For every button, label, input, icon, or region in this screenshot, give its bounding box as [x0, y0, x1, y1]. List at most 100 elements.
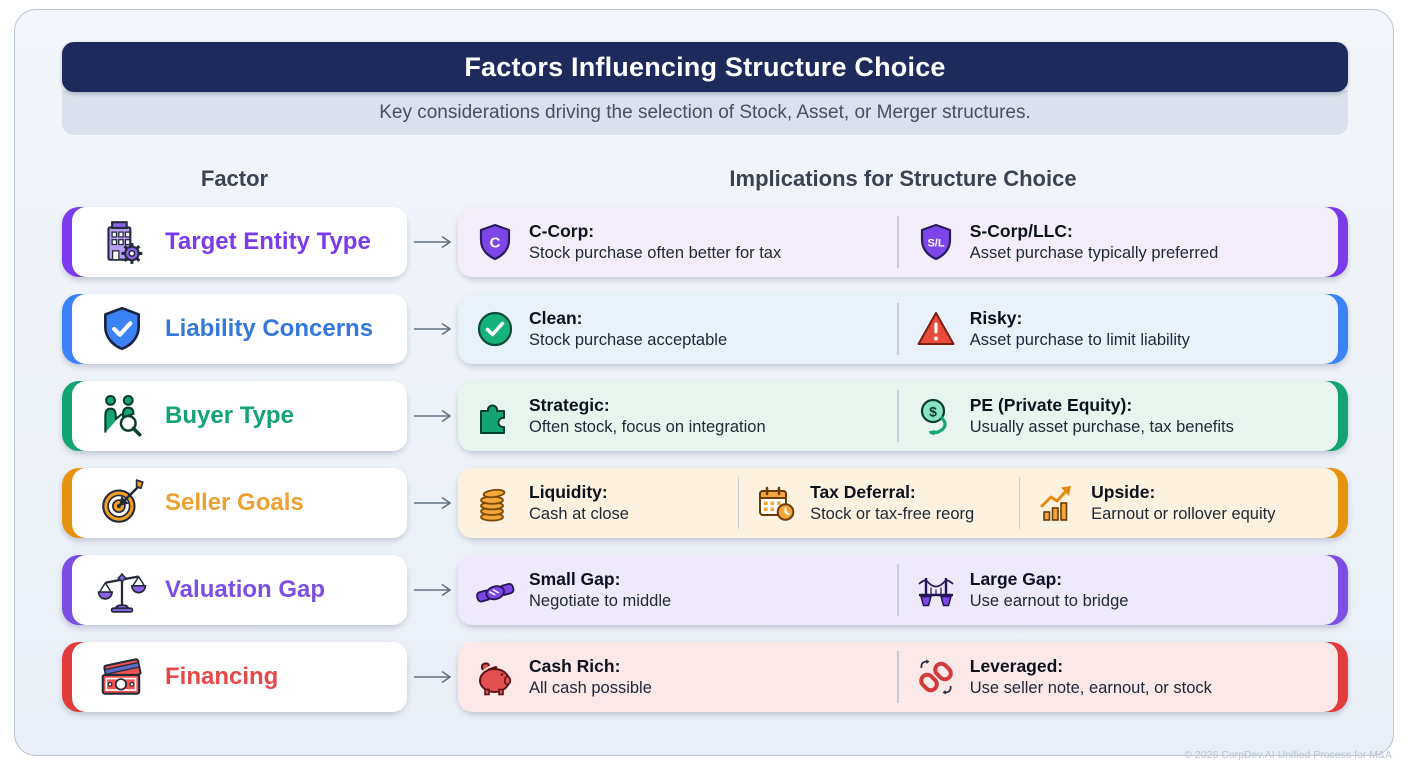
implication-item: Upside: Earnout or rollover equity: [1020, 481, 1338, 524]
implication-text: Stock purchase often better for tax: [529, 244, 782, 263]
implications-card: Strategic: Often stock, focus on integra…: [458, 381, 1348, 451]
factor-card: Seller Goals: [62, 468, 407, 538]
row-liability-concerns: Liability Concerns Clean: Stock purchase…: [62, 294, 1348, 364]
implications-card: Cash Rich: All cash possible: [458, 642, 1348, 712]
balance-scale-icon: [96, 564, 148, 616]
bridge-icon: [915, 569, 957, 611]
chain-links-icon: [915, 656, 957, 698]
building-gear-icon: [96, 216, 148, 268]
implication-item: $ PE (Private Equity): Usually asset pur…: [899, 394, 1338, 437]
implication-title: Strategic:: [529, 395, 610, 416]
implication-text: Earnout or rollover equity: [1091, 505, 1276, 524]
factor-label: Financing: [165, 663, 279, 690]
right-arrow-icon: [407, 381, 458, 451]
divider: [897, 651, 899, 703]
handshake-icon: [474, 569, 516, 611]
implication-text: Cash at close: [529, 505, 629, 524]
implication-text: All cash possible: [529, 679, 652, 698]
implications-card: Small Gap: Negotiate to middle: [458, 555, 1348, 625]
implication-text: Stock purchase acceptable: [529, 331, 728, 350]
money-banknote-icon: [96, 651, 148, 703]
implication-item: Clean: Stock purchase acceptable: [458, 307, 897, 350]
svg-text:C: C: [490, 235, 501, 252]
implication-text: Negotiate to middle: [529, 592, 672, 611]
factor-label: Valuation Gap: [165, 576, 326, 603]
factor-label: Buyer Type: [165, 402, 294, 429]
implications-card: C C-Corp: Stock purchase often better fo…: [458, 207, 1348, 277]
implication-item: S/L S-Corp/LLC: Asset purchase typically…: [899, 220, 1338, 263]
row-financing: Financing: [62, 642, 1348, 712]
divider: [897, 390, 899, 442]
implication-title: Leveraged:: [969, 656, 1064, 677]
subtitle-text: Key considerations driving the selection…: [379, 102, 1031, 123]
rows-container: Target Entity Type C C-Corp: Stock purch…: [62, 207, 1348, 712]
right-arrow-icon: [407, 294, 458, 364]
row-target-entity-type: Target Entity Type C C-Corp: Stock purch…: [62, 207, 1348, 277]
dollar-cycle-icon: $: [915, 395, 957, 437]
implication-text: Use earnout to bridge: [969, 592, 1129, 611]
svg-text:S/L: S/L: [927, 238, 944, 250]
column-header-factor: Factor: [200, 166, 269, 191]
implication-title: Clean:: [529, 308, 583, 329]
subtitle-bar: Key considerations driving the selection…: [62, 90, 1348, 135]
warning-triangle-icon: [915, 308, 957, 350]
right-arrow-icon: [407, 555, 458, 625]
right-arrow-icon: [407, 468, 458, 538]
puzzle-piece-icon: [474, 395, 516, 437]
factor-card: Buyer Type: [62, 381, 407, 451]
row-buyer-type: Buyer Type Strategic: Often stock, focus…: [62, 381, 1348, 451]
divider: [897, 564, 899, 616]
right-arrow-icon: [407, 207, 458, 277]
factor-card: Target Entity Type: [62, 207, 407, 277]
factor-label: Seller Goals: [165, 489, 304, 516]
implication-text: Often stock, focus on integration: [529, 418, 766, 437]
implication-title: Upside:: [1091, 482, 1156, 503]
implication-text: Stock or tax-free reorg: [810, 505, 975, 524]
divider: [1018, 477, 1021, 529]
implication-title: S-Corp/LLC:: [969, 221, 1073, 242]
copyright-text: © 2026 CorpDev.AI Unified Process for M&…: [1184, 749, 1392, 761]
implication-title: PE (Private Equity):: [969, 395, 1133, 416]
implication-item: Leveraged: Use seller note, earnout, or …: [899, 655, 1338, 698]
implication-item: C C-Corp: Stock purchase often better fo…: [458, 220, 897, 263]
implication-item: Cash Rich: All cash possible: [458, 655, 897, 698]
check-circle-icon: [474, 308, 516, 350]
implication-title: Liquidity:: [529, 482, 608, 503]
implication-text: Asset purchase to limit liability: [969, 331, 1190, 350]
implication-text: Usually asset purchase, tax benefits: [969, 418, 1234, 437]
implication-item: Tax Deferral: Stock or tax-free reorg: [739, 481, 1019, 524]
page-title: Factors Influencing Structure Choice: [464, 51, 946, 82]
factor-label: Liability Concerns: [165, 315, 374, 342]
target-arrow-icon: [96, 477, 148, 529]
factor-card: Financing: [62, 642, 407, 712]
implication-item: Risky: Asset purchase to limit liability: [899, 307, 1338, 350]
title-bar: Factors Influencing Structure Choice: [62, 42, 1348, 92]
divider: [897, 303, 899, 355]
implication-text: Asset purchase typically preferred: [969, 244, 1219, 263]
shield-check-icon: [96, 303, 148, 355]
divider: [737, 477, 740, 529]
implication-item: Liquidity: Cash at close: [458, 481, 738, 524]
implications-card: Clean: Stock purchase acceptable Risky: …: [458, 294, 1348, 364]
svg-text:$: $: [929, 404, 937, 420]
divider: [897, 216, 899, 268]
factor-card: Valuation Gap: [62, 555, 407, 625]
growth-chart-icon: [1036, 482, 1078, 524]
right-arrow-icon: [407, 642, 458, 712]
implication-item: Small Gap: Negotiate to middle: [458, 568, 897, 611]
calendar-clock-icon: [755, 482, 797, 524]
row-valuation-gap: Valuation Gap Small Gap: Negotiate to mi…: [62, 555, 1348, 625]
implication-title: Large Gap:: [969, 569, 1063, 590]
implication-title: Cash Rich:: [529, 656, 621, 677]
implication-text: Use seller note, earnout, or stock: [969, 679, 1212, 698]
coin-stack-icon: [474, 482, 516, 524]
piggy-bank-icon: [474, 656, 516, 698]
implication-title: Tax Deferral:: [810, 482, 916, 503]
implication-title: C-Corp:: [529, 221, 595, 242]
implication-item: Strategic: Often stock, focus on integra…: [458, 394, 897, 437]
row-seller-goals: Seller Goals Liquidity: Cash at close: [62, 468, 1348, 538]
shield-letter-c-icon: C: [474, 221, 516, 263]
people-magnifier-icon: [96, 390, 148, 442]
factor-card: Liability Concerns: [62, 294, 407, 364]
implication-title: Risky:: [969, 308, 1023, 329]
